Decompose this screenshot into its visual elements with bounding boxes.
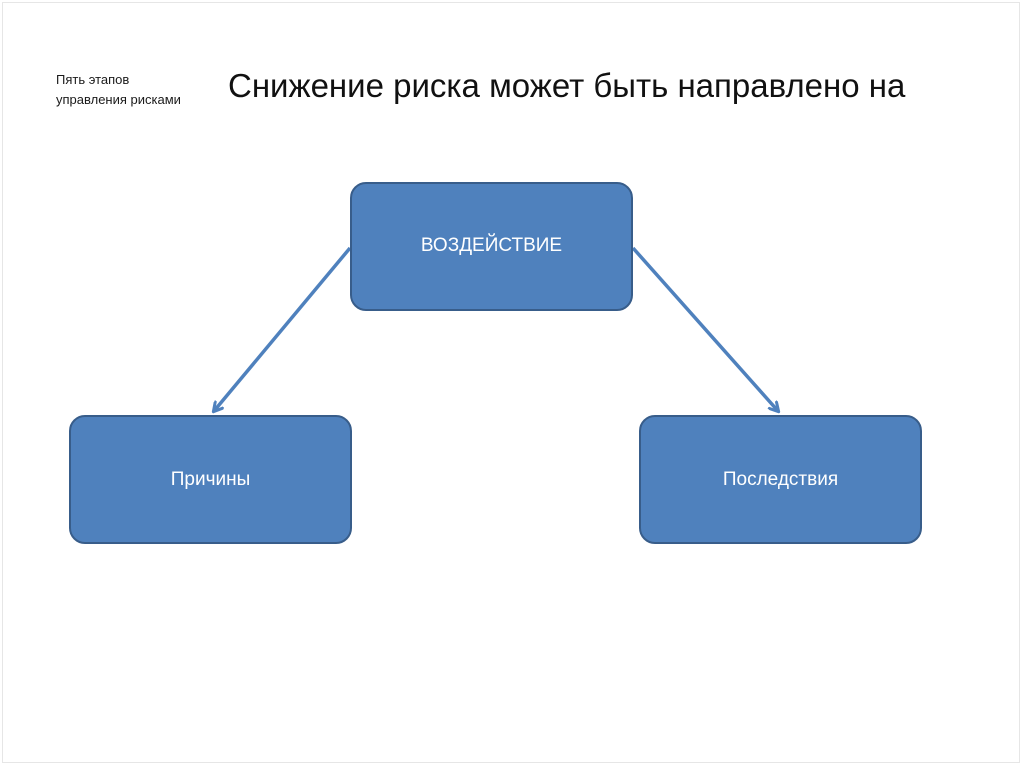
node-impact: ВОЗДЕЙСТВИЕ (350, 182, 633, 311)
node-causes: Причины (69, 415, 352, 544)
section-label: Пять этапов управления рисками (56, 70, 226, 110)
section-label-line2: управления рисками (56, 92, 181, 107)
node-consequences: Последствия (639, 415, 922, 544)
arrow-to-consequences (631, 246, 778, 411)
section-label-line1: Пять этапов (56, 72, 130, 87)
arrow-to-causes (214, 246, 352, 411)
node-impact-label: ВОЗДЕЙСТВИЕ (420, 235, 563, 256)
node-consequences-label: Последствия (722, 468, 839, 490)
node-causes-label: Причины (170, 468, 251, 490)
slide-title: Снижение риска может быть направлено на (228, 67, 906, 104)
